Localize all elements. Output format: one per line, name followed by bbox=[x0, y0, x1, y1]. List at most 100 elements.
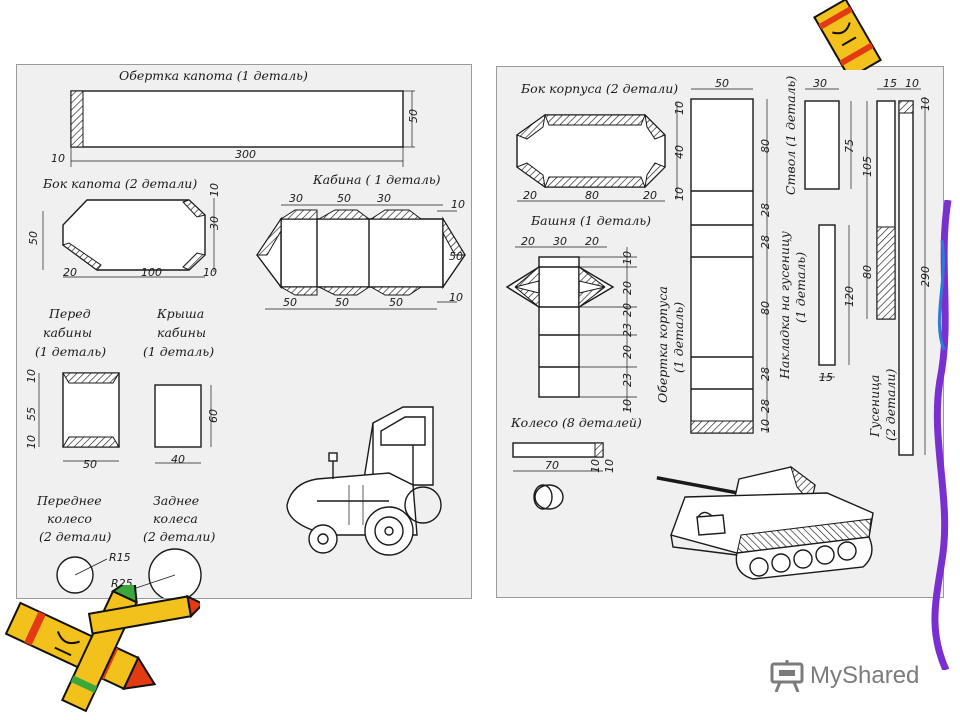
tank-pattern-drawing: Бок корпуса (2 детали) 10 40 10 20 80 20… bbox=[505, 76, 932, 580]
purple-ribbon-icon bbox=[931, 200, 952, 670]
hull-side-bottom: 10 bbox=[673, 187, 686, 201]
cabin-front-title-1: Перед bbox=[48, 306, 91, 321]
track-total: 290 bbox=[919, 266, 932, 287]
hood-wrap-left-dim: 10 bbox=[51, 152, 65, 165]
crayons-bottom-left-icon bbox=[4, 585, 200, 713]
tractor-illustration bbox=[286, 406, 442, 556]
cabin-front-bottom: 10 bbox=[25, 435, 38, 449]
cabin-bottom-b: 50 bbox=[335, 296, 349, 309]
hull-wrap-part: 50 80 28 28 80 28 28 10 Обертка корпуса … bbox=[655, 77, 772, 434]
hood-side-top-dim: 10 bbox=[208, 183, 221, 197]
cabin-front-title-2: кабины bbox=[43, 325, 92, 340]
turret-right-2: 20 bbox=[621, 281, 634, 295]
cabin-roof-part: Крыша кабины (1 деталь) 60 40 bbox=[143, 306, 220, 466]
track-pad-title-2: (1 деталь) bbox=[793, 252, 808, 323]
tractor-pattern-sheet: Обертка капота (1 деталь) 50 10 300 Бок … bbox=[16, 64, 472, 599]
hull-side-mid: 40 bbox=[673, 145, 686, 159]
track-title-1: Гусеница bbox=[867, 375, 882, 438]
rear-wheel-title-3: (2 детали) bbox=[143, 529, 215, 544]
watermark-text: MyShared bbox=[810, 662, 920, 689]
hood-side-height: 50 bbox=[27, 231, 40, 245]
front-wheel-title-2: колесо bbox=[47, 511, 92, 526]
cabin-front-width: 50 bbox=[83, 458, 97, 471]
track-part: 15 10 10 105 80 290 Гусеница (2 детали) bbox=[861, 77, 932, 456]
front-wheel-part: Переднее колесо (2 детали) R15 bbox=[36, 493, 131, 594]
hood-wrap-title: Обертка капота (1 деталь) bbox=[119, 68, 308, 83]
hood-side-base-left: 20 bbox=[63, 266, 77, 279]
rear-wheel-title-1: Заднее bbox=[153, 493, 199, 508]
turret-right-5: 20 bbox=[621, 345, 634, 359]
hood-side-mid-dim: 30 bbox=[208, 216, 221, 230]
cabin-bottom-a: 50 bbox=[283, 296, 297, 309]
hull-wrap-dim-5: 28 bbox=[759, 367, 772, 381]
turret-right-4: 23 bbox=[621, 323, 634, 337]
turret-right-3: 20 bbox=[621, 303, 634, 317]
cabin-part: Кабина ( 1 деталь) 30 50 30 10 50 10 50 … bbox=[256, 172, 466, 310]
hood-wrap-length: 300 bbox=[235, 148, 256, 161]
watermark-logo: MyShared bbox=[770, 656, 930, 696]
cabin-roof-width: 40 bbox=[171, 453, 185, 466]
hull-side-part: Бок корпуса (2 детали) 10 40 10 20 80 20 bbox=[515, 81, 686, 202]
cabin-right-1: 10 bbox=[451, 198, 465, 211]
hull-wrap-dim-4: 80 bbox=[759, 301, 772, 315]
front-wheel-title-1: Переднее bbox=[36, 493, 102, 508]
tank-wheel-dim-b: 10 bbox=[603, 459, 616, 473]
tank-pattern-sheet: Бок корпуса (2 детали) 10 40 10 20 80 20… bbox=[496, 66, 944, 598]
cabin-top-c: 30 bbox=[377, 192, 391, 205]
hull-side-title: Бок корпуса (2 детали) bbox=[520, 81, 678, 96]
cabin-bottom-c: 50 bbox=[389, 296, 403, 309]
cabin-roof-height: 60 bbox=[207, 409, 220, 423]
hull-wrap-dim-3: 28 bbox=[759, 235, 772, 249]
turret-title: Башня (1 деталь) bbox=[530, 213, 651, 228]
cabin-front-part: Перед кабины (1 деталь) 10 55 10 50 bbox=[25, 306, 120, 471]
tank-wheel-length: 70 bbox=[545, 459, 559, 472]
turret-part: Башня (1 деталь) 20 30 20 10 20 20 23 20… bbox=[505, 213, 651, 413]
track-pad-part: 120 15 Накладка на гусеницу (1 деталь) bbox=[777, 224, 856, 384]
turret-right-7: 10 bbox=[621, 399, 634, 413]
hull-wrap-width: 50 bbox=[715, 77, 729, 90]
track-width-2: 10 bbox=[905, 77, 919, 90]
hood-side-part: Бок капота (2 детали) 50 10 30 10 20 100 bbox=[27, 176, 221, 279]
rear-wheel-title-2: колеса bbox=[153, 511, 198, 526]
cabin-front-top: 10 bbox=[25, 369, 38, 383]
cabin-right-3: 10 bbox=[449, 291, 463, 304]
hull-side-top: 10 bbox=[673, 101, 686, 115]
hull-wrap-dim-6: 28 bbox=[759, 399, 772, 413]
hood-wrap-height: 50 bbox=[407, 109, 420, 123]
cabin-front-mid: 55 bbox=[25, 407, 38, 421]
track-title-2: (2 детали) bbox=[883, 369, 898, 441]
cabin-right-2: 50 bbox=[449, 250, 463, 263]
crayon-top-right-icon bbox=[813, 0, 882, 70]
projector-board-icon bbox=[770, 660, 804, 692]
track-pad-height: 120 bbox=[843, 286, 856, 307]
hood-side-base: 100 bbox=[141, 266, 162, 279]
tank-wheel-part: Колесо (8 деталей) 70 10 10 bbox=[510, 415, 642, 510]
front-wheel-title-3: (2 детали) bbox=[39, 529, 111, 544]
hull-wrap-dim-2: 28 bbox=[759, 203, 772, 217]
rear-wheel-part: Заднее колеса (2 детали) R25 bbox=[111, 493, 215, 598]
hood-side-bottom-dim: 10 bbox=[203, 266, 217, 279]
cabin-roof-title-3: (1 деталь) bbox=[143, 344, 214, 359]
barrel-title: Ствол (1 деталь) bbox=[783, 76, 798, 195]
cabin-roof-title-2: кабины bbox=[157, 325, 206, 340]
cabin-top-a: 30 bbox=[289, 192, 303, 205]
track-dim-a: 105 bbox=[861, 156, 874, 177]
tractor-pattern-drawing: Обертка капота (1 деталь) 50 10 300 Бок … bbox=[25, 68, 466, 598]
track-dim-b: 80 bbox=[861, 265, 874, 279]
cabin-front-title-3: (1 деталь) bbox=[35, 344, 106, 359]
cabin-top-b: 50 bbox=[337, 192, 351, 205]
tank-wheel-title: Колесо (8 деталей) bbox=[510, 415, 642, 430]
hull-wrap-dim-1: 80 bbox=[759, 139, 772, 153]
barrel-part: 30 75 Ствол (1 деталь) bbox=[783, 76, 856, 195]
turret-dim-b: 30 bbox=[553, 235, 567, 248]
tank-wheel-dim-a: 10 bbox=[589, 459, 602, 473]
turret-dim-a: 20 bbox=[521, 235, 535, 248]
turret-dim-c: 20 bbox=[585, 235, 599, 248]
turret-right-1: 10 bbox=[621, 251, 634, 265]
hull-wrap-title-1: Обертка корпуса bbox=[655, 286, 670, 403]
hull-wrap-dim-7: 10 bbox=[759, 419, 772, 433]
turret-right-6: 23 bbox=[621, 373, 634, 387]
barrel-height: 75 bbox=[843, 139, 856, 153]
hull-side-base-b: 80 bbox=[585, 189, 599, 202]
track-width-1: 15 bbox=[883, 77, 897, 90]
